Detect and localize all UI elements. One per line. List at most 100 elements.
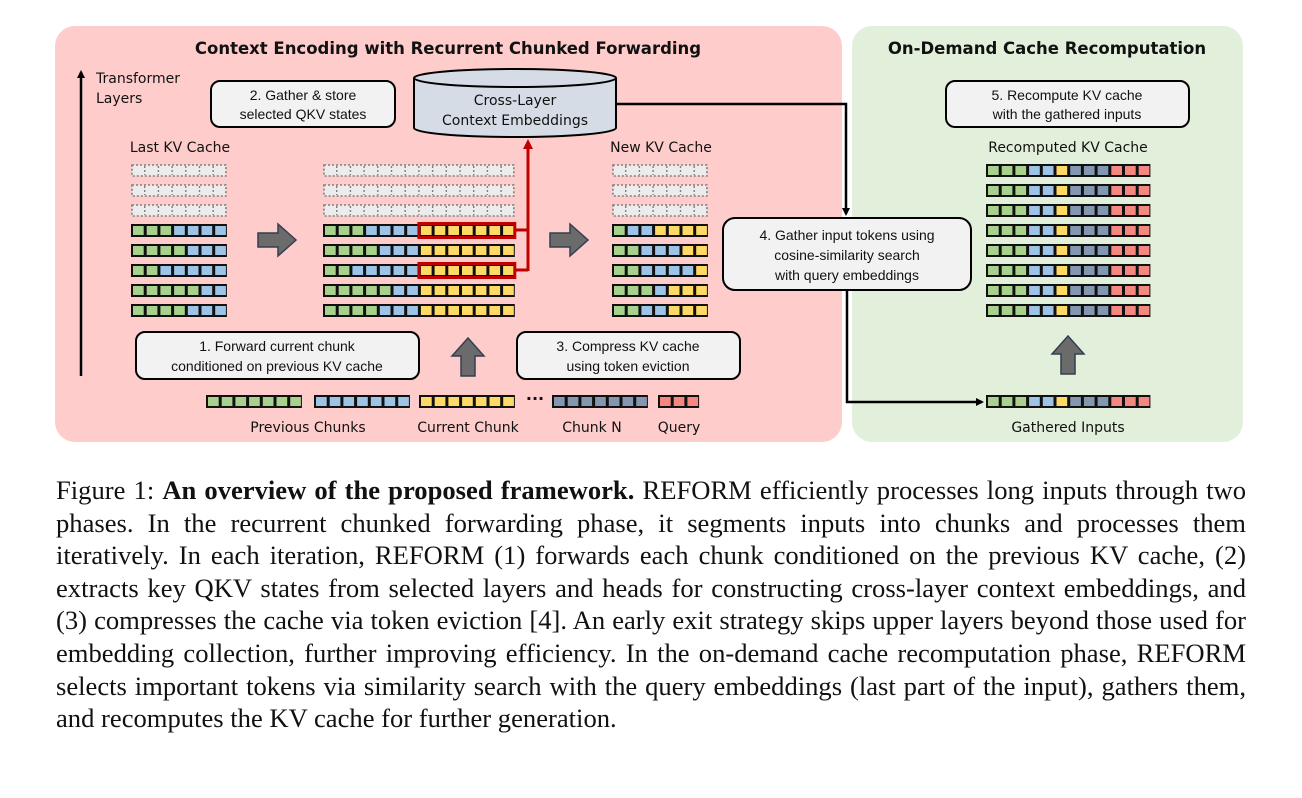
token-yellow — [434, 306, 446, 315]
token-slate — [1097, 397, 1109, 406]
axis-label-line2: Layers — [96, 91, 142, 107]
token-green — [988, 306, 999, 315]
last-kv-cache — [131, 164, 227, 317]
token-blue — [1029, 246, 1040, 255]
token-slate — [1097, 306, 1109, 315]
token-yellow — [420, 266, 432, 275]
context-embeddings-database: Cross-Layer Context Embeddings — [413, 68, 617, 138]
token-red — [1125, 226, 1136, 235]
token-blue — [1042, 246, 1054, 255]
token-green — [988, 206, 999, 215]
token-green — [366, 286, 377, 295]
label-chunk-n: Chunk N — [562, 420, 621, 436]
token-red — [1138, 166, 1150, 175]
token-blue — [407, 266, 418, 275]
token-green — [352, 306, 364, 315]
token-green — [988, 397, 999, 406]
token-blue — [384, 397, 396, 406]
step2-box: 2. Gather & store selected QKV states — [210, 80, 396, 128]
token-slate — [1097, 246, 1109, 255]
token-yellow — [1056, 286, 1068, 295]
step4-line1: 4. Gather input tokens using — [759, 227, 934, 243]
right-panel-title: On-Demand Cache Recomputation — [888, 39, 1206, 58]
token-yellow — [1056, 186, 1068, 195]
query-chunk — [658, 395, 700, 408]
connector-embeddings-to-step4 — [616, 102, 850, 216]
label-query: Query — [658, 420, 701, 436]
token-slate — [581, 397, 593, 406]
step4-line3: with query embeddings — [774, 267, 919, 283]
token-green — [988, 186, 999, 195]
token-blue — [352, 266, 364, 275]
token-yellow — [448, 286, 459, 295]
token-blue — [393, 286, 405, 295]
up-block-arrow-2 — [1050, 334, 1086, 375]
token-blue — [187, 246, 199, 255]
token-green — [1001, 166, 1013, 175]
recomputed-kv-row — [986, 244, 1151, 257]
step2-line2: selected QKV states — [240, 106, 367, 122]
current-kv-row — [323, 244, 515, 257]
token-green — [352, 246, 364, 255]
token-yellow — [420, 306, 432, 315]
token-red — [1125, 186, 1136, 195]
axis-label-line1: Transformer — [95, 71, 180, 87]
token-green — [338, 286, 350, 295]
token-red — [1125, 246, 1136, 255]
token-yellow — [682, 226, 694, 235]
last-kv-row — [131, 224, 227, 237]
token-green — [366, 246, 377, 255]
last-kv-empty-row — [131, 184, 227, 197]
token-red — [1111, 266, 1122, 275]
token-green — [146, 306, 158, 315]
token-yellow — [421, 397, 432, 406]
token-yellow — [462, 246, 473, 255]
token-blue — [393, 246, 405, 255]
token-yellow — [448, 266, 459, 275]
token-green — [325, 286, 336, 295]
token-blue — [201, 226, 213, 235]
step3-box: 3. Compress KV cache using token evictio… — [516, 331, 741, 380]
token-green — [379, 286, 391, 295]
token-yellow — [1056, 266, 1068, 275]
token-blue — [641, 246, 653, 255]
label-current-chunk: Current Chunk — [417, 420, 519, 436]
token-blue — [393, 266, 405, 275]
new-kv-label: New KV Cache — [610, 140, 712, 156]
token-slate — [1097, 226, 1109, 235]
recomputed-kv-row — [986, 164, 1151, 177]
token-yellow — [655, 226, 666, 235]
token-green — [160, 306, 172, 315]
token-yellow — [448, 306, 459, 315]
token-green — [614, 226, 625, 235]
step4-line2: cosine-similarity search — [774, 247, 919, 263]
token-yellow — [489, 306, 501, 315]
token-green — [1015, 206, 1027, 215]
token-green — [1001, 397, 1013, 406]
token-blue — [407, 246, 418, 255]
right-block-arrow-1 — [257, 222, 298, 258]
step5-line1: 5. Recompute KV cache — [992, 87, 1143, 103]
token-slate — [1070, 246, 1081, 255]
token-red — [1125, 397, 1136, 406]
token-blue — [668, 266, 680, 275]
recomputed-kv-row — [986, 304, 1151, 317]
previous-chunk-blue — [314, 395, 410, 408]
token-red — [1111, 166, 1122, 175]
token-red — [1111, 246, 1122, 255]
token-blue — [1042, 397, 1054, 406]
token-yellow — [696, 286, 707, 295]
up-block-arrow-1 — [450, 336, 486, 377]
token-yellow — [420, 226, 432, 235]
token-blue — [160, 266, 172, 275]
token-blue — [407, 306, 418, 315]
current-kv-empty-row — [323, 204, 515, 217]
token-slate — [1097, 266, 1109, 275]
token-green — [325, 306, 336, 315]
cylinder-line1: Cross-Layer — [474, 93, 557, 109]
label-previous-chunks: Previous Chunks — [250, 420, 365, 436]
token-slate — [1083, 266, 1095, 275]
token-yellow — [448, 246, 459, 255]
current-kv-row — [323, 304, 515, 317]
token-green — [614, 286, 625, 295]
